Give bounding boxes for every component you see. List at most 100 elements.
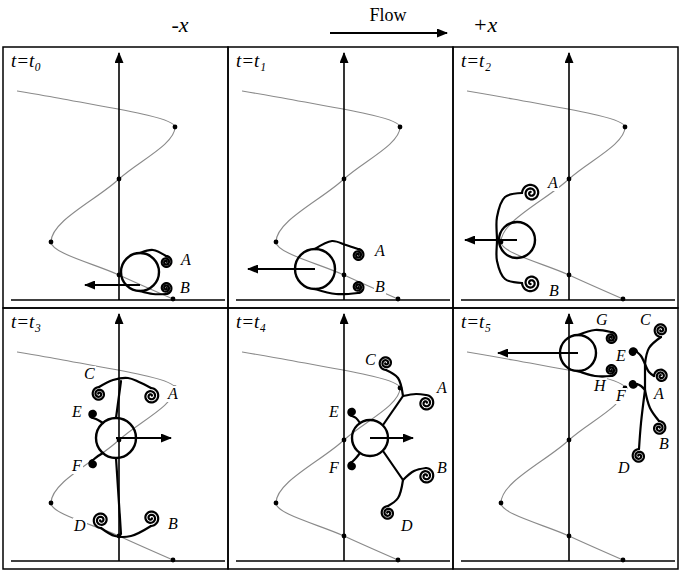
- vortex-label: B: [179, 280, 191, 296]
- baseline: [461, 560, 675, 562]
- vortex-label: C: [639, 312, 652, 328]
- vertical-axis: [343, 53, 345, 300]
- curve-dot: [117, 177, 122, 182]
- axis-direction-label: +x: [473, 14, 498, 36]
- curve-dot: [396, 558, 401, 563]
- curve-dot: [567, 273, 572, 278]
- vortex-spiral: [630, 381, 637, 387]
- curve-dot: [171, 558, 176, 563]
- curve-dot: [499, 501, 504, 506]
- vortex-sheet: [352, 416, 360, 423]
- vortex-sheet: [386, 370, 403, 396]
- vortex-label: E: [71, 404, 83, 420]
- panel-border: [3, 47, 228, 308]
- curve-dot: [567, 534, 572, 539]
- vortex-spiral: [654, 421, 665, 434]
- motion-arrow: [248, 268, 315, 270]
- time-label: t=t₀: [11, 51, 41, 70]
- vortex-spiral: [93, 387, 104, 400]
- baseline: [11, 299, 225, 301]
- vortex-sheet: [140, 250, 166, 256]
- vortex-spiral: [89, 460, 95, 467]
- vortex-label: H: [593, 378, 607, 394]
- vortex-spiral: [94, 514, 107, 528]
- vortex-spiral: [382, 506, 393, 519]
- vortex-sheet: [315, 241, 358, 249]
- curve-dot: [171, 297, 176, 302]
- vortex-label: D: [400, 518, 414, 534]
- curve-dot: [621, 297, 626, 302]
- vortex-sheet: [496, 193, 522, 283]
- curve-dot: [567, 177, 572, 182]
- curve-dot: [396, 297, 401, 302]
- curve-dot: [342, 273, 347, 278]
- panel-border: [228, 47, 453, 308]
- flow-label: Flow: [369, 6, 406, 24]
- vortex-sheet: [140, 291, 166, 294]
- vortex-label: D: [617, 460, 631, 476]
- vortex-label: C: [364, 352, 377, 368]
- vortex-sheet: [352, 453, 360, 462]
- baseline: [236, 299, 450, 301]
- vortex-sheet: [637, 352, 645, 364]
- flow-arrow: [330, 32, 447, 34]
- vortex-sheet: [383, 451, 403, 480]
- vortex-label: E: [615, 348, 627, 364]
- vortex-sheet: [93, 418, 103, 423]
- vortex-label: G: [595, 312, 609, 328]
- vortex-sheet: [116, 381, 121, 418]
- vortex-label: A: [547, 175, 559, 191]
- curve-dot: [274, 501, 279, 506]
- vortex-spiral: [380, 357, 391, 370]
- vertical-axis: [568, 314, 570, 561]
- vortex-label: B: [374, 279, 386, 295]
- vortex-label: A: [436, 380, 448, 396]
- time-label: t=t₅: [461, 312, 491, 331]
- vortex-label: A: [374, 243, 386, 259]
- vortex-label: F: [328, 460, 340, 476]
- panel-border: [453, 308, 678, 569]
- time-panel: [3, 47, 228, 308]
- vortex-sheet: [645, 364, 654, 376]
- vortex-spiral: [654, 370, 667, 381]
- vortex-spiral: [607, 332, 617, 343]
- vortex-label: A: [180, 252, 192, 268]
- vortex-sheet: [639, 390, 645, 449]
- motion-arrow: [116, 437, 171, 439]
- time-panel: [453, 47, 678, 308]
- vortex-spiral: [89, 411, 95, 418]
- curve-dot: [623, 125, 628, 130]
- curve-dot: [342, 177, 347, 182]
- path-curve: [242, 352, 400, 560]
- curve-dot: [49, 240, 54, 245]
- baseline: [461, 299, 675, 301]
- time-label: t=t₂: [461, 51, 491, 70]
- vortex-sheet: [101, 526, 151, 537]
- vortex-label: A: [653, 386, 665, 402]
- time-panel: [453, 308, 678, 569]
- time-panel: [228, 47, 453, 308]
- time-label: t=t₁: [236, 51, 266, 70]
- curve-dot: [567, 438, 572, 443]
- panel-border: [453, 47, 678, 308]
- vortex-sheet: [645, 337, 661, 364]
- path-curve: [467, 352, 625, 560]
- vortex-sheet: [93, 453, 103, 460]
- vortex-sheet: [388, 480, 403, 506]
- path-curve: [467, 91, 625, 299]
- panel-border: [228, 308, 453, 569]
- vortex-sheet: [403, 468, 426, 480]
- vortex-spiral: [348, 409, 354, 416]
- vortex-spiral: [145, 388, 158, 402]
- vortex-label: E: [328, 404, 340, 420]
- motion-arrow: [498, 352, 578, 354]
- vortex-spiral: [522, 185, 538, 199]
- curve-dot: [398, 125, 403, 130]
- time-panel: [228, 308, 453, 569]
- vortex-label: B: [167, 516, 179, 532]
- baseline: [11, 560, 225, 562]
- vortex-sheet: [383, 396, 403, 425]
- vortex-spiral: [420, 468, 433, 482]
- vortex-spiral: [633, 449, 644, 462]
